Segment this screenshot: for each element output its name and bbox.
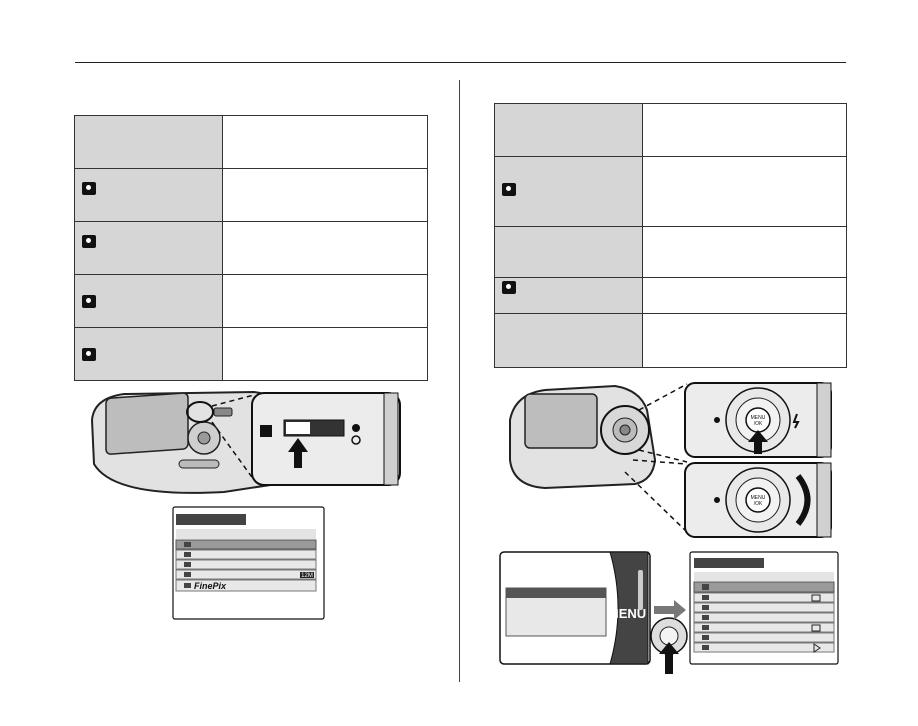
f-mode-icon xyxy=(260,425,272,437)
table-value-cell xyxy=(222,115,428,169)
list-item[interactable] xyxy=(175,549,317,560)
right-settings-table xyxy=(494,103,847,368)
menu-header-bar xyxy=(694,558,764,568)
quality-icon xyxy=(82,182,96,195)
menu-header-bar xyxy=(176,514,246,525)
lcd-screen xyxy=(524,393,598,449)
table-row xyxy=(494,156,847,227)
dial-inset-bottom: MENU /OK xyxy=(684,462,832,538)
list-item[interactable] xyxy=(693,642,835,653)
list-item[interactable] xyxy=(175,569,317,580)
table-row xyxy=(74,327,428,381)
table-row xyxy=(494,226,847,278)
menu-ok-dial xyxy=(650,617,688,674)
finepix-brand: FinePix xyxy=(194,581,227,591)
macro-icon xyxy=(714,417,720,423)
list-item[interactable] xyxy=(693,632,835,643)
list-item[interactable] xyxy=(693,592,835,603)
menu-ok-button[interactable] xyxy=(745,487,771,513)
next-step-arrow-icon xyxy=(654,600,686,620)
table-value-cell xyxy=(642,226,847,278)
menu-ok-label: MENU xyxy=(751,495,766,501)
left-settings-table xyxy=(74,115,428,381)
table-row xyxy=(74,221,428,275)
table-label-cell xyxy=(494,156,643,227)
table-label-cell xyxy=(74,274,223,328)
table-value-cell xyxy=(642,277,847,314)
dial-inset-top: MENU /OK xyxy=(684,382,832,458)
table-label-cell xyxy=(74,327,223,381)
table-row xyxy=(74,168,428,222)
table-value-cell xyxy=(222,221,428,275)
press-arrow-icon xyxy=(288,438,308,468)
sensitivity-icon xyxy=(82,235,96,248)
ok-label: /OK xyxy=(754,501,763,507)
photometry-icon xyxy=(502,183,516,196)
list-item[interactable] xyxy=(175,559,317,570)
macro-icon xyxy=(714,497,720,503)
menu-procedure-illustration: MENU xyxy=(499,551,839,674)
image-size-value: 12M xyxy=(301,573,313,579)
zoom-inset xyxy=(251,392,401,486)
table-row xyxy=(494,313,847,368)
list-item[interactable] xyxy=(693,602,835,613)
press-arrow-icon xyxy=(748,430,768,454)
table-row xyxy=(494,103,847,157)
table-value-cell xyxy=(642,103,847,157)
lcd-panel: MENU xyxy=(499,551,651,665)
ok-label: /OK xyxy=(754,421,763,427)
menu-ok-label: MENU xyxy=(751,415,766,421)
flash-icon xyxy=(792,413,800,429)
table-value-cell xyxy=(642,313,847,368)
list-item[interactable] xyxy=(693,622,835,633)
finepix-color-icon xyxy=(82,348,96,361)
table-label-cell xyxy=(74,115,223,169)
list-item[interactable] xyxy=(693,581,835,593)
table-row xyxy=(494,277,847,314)
camera-back-illustration-right: MENU /OK MENU /OK xyxy=(509,382,832,538)
top-rule xyxy=(75,62,846,63)
portrait-icon xyxy=(352,424,360,432)
menu-rows: 12M FinePix xyxy=(175,539,317,592)
f-button[interactable] xyxy=(286,422,310,434)
callout-circle xyxy=(186,401,214,423)
shooting-menu-screen xyxy=(689,551,839,665)
menu-key-label: MENU xyxy=(608,606,646,621)
table-value-cell xyxy=(222,327,428,381)
table-label-cell xyxy=(494,226,643,278)
list-item[interactable] xyxy=(693,612,835,623)
table-label-cell xyxy=(74,221,223,275)
camera-body xyxy=(509,384,657,490)
table-label-cell xyxy=(494,103,643,157)
rotate-arrow-icon xyxy=(795,474,811,526)
table-value-cell xyxy=(642,156,847,227)
camera-back-illustration-left xyxy=(90,390,401,494)
list-item[interactable] xyxy=(175,539,317,550)
list-item[interactable] xyxy=(175,579,317,592)
eye-icon xyxy=(351,435,361,445)
press-arrow-icon xyxy=(659,642,679,674)
table-row xyxy=(74,274,428,328)
table-label-cell xyxy=(494,277,643,314)
image-size-icon xyxy=(82,295,96,308)
table-label-cell xyxy=(74,168,223,222)
lcd-screen xyxy=(105,392,189,455)
table-label-cell xyxy=(494,313,643,368)
column-divider xyxy=(459,80,460,682)
table-row xyxy=(74,115,428,169)
f-menu-screen: 12M FinePix xyxy=(172,506,325,620)
table-value-cell xyxy=(222,168,428,222)
play-icon xyxy=(813,643,821,653)
table-value-cell xyxy=(222,274,428,328)
continuous-icon xyxy=(502,281,516,294)
